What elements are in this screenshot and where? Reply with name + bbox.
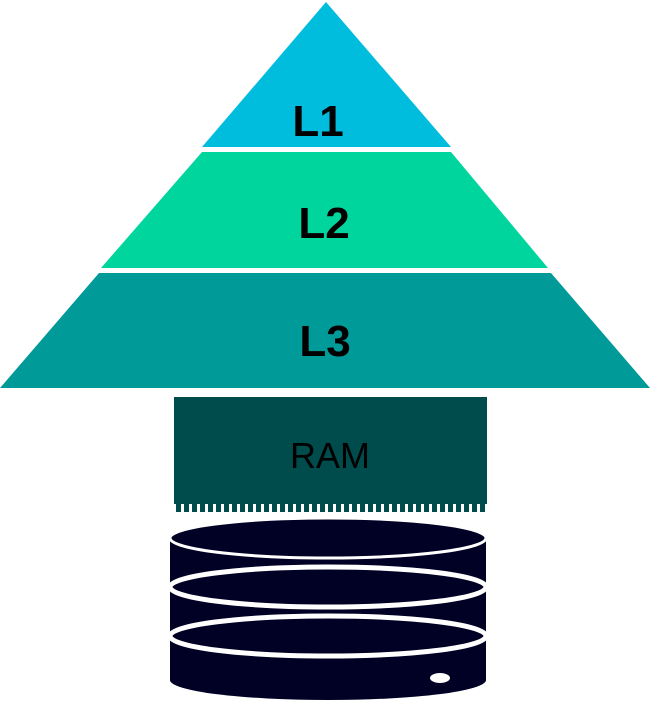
disk-platter-top xyxy=(170,518,486,558)
ram-pin xyxy=(432,504,437,512)
ram-pin xyxy=(424,504,429,512)
ram-pin xyxy=(216,504,221,512)
disk-led-icon xyxy=(430,673,450,683)
ram-pin xyxy=(392,504,397,512)
ram-pin xyxy=(408,504,413,512)
cache-pyramid: L1 L2 L3 xyxy=(0,2,650,388)
ram-label: RAM xyxy=(290,435,370,476)
ram-module: RAM xyxy=(174,397,487,512)
disk-storage-icon xyxy=(167,516,489,700)
ram-pin xyxy=(264,504,269,512)
ram-pin xyxy=(384,504,389,512)
tier-l1-label: L1 xyxy=(292,97,343,146)
tier-l2 xyxy=(101,152,548,268)
ram-pin xyxy=(224,504,229,512)
ram-pin xyxy=(416,504,421,512)
ram-pin xyxy=(360,504,365,512)
ram-pin xyxy=(280,504,285,512)
tier-l3-label: L3 xyxy=(299,317,350,366)
ram-pin xyxy=(400,504,405,512)
ram-pin xyxy=(176,504,181,512)
ram-pin xyxy=(240,504,245,512)
ram-pin xyxy=(232,504,237,512)
disk-platter-top xyxy=(167,564,489,610)
ram-pin xyxy=(448,504,453,512)
ram-pin xyxy=(320,504,325,512)
ram-body xyxy=(174,397,487,504)
ram-pin xyxy=(440,504,445,512)
ram-pin xyxy=(288,504,293,512)
ram-pin xyxy=(312,504,317,512)
ram-pin xyxy=(480,504,485,512)
ram-pin xyxy=(208,504,213,512)
ram-pin xyxy=(456,504,461,512)
ram-pin xyxy=(376,504,381,512)
disk-platter-top xyxy=(167,613,489,659)
tier-l1 xyxy=(202,2,451,147)
ram-pin xyxy=(184,504,189,512)
tier-l2-label: L2 xyxy=(298,199,349,248)
ram-pin xyxy=(472,504,477,512)
ram-pin xyxy=(248,504,253,512)
ram-pin xyxy=(296,504,301,512)
ram-pin xyxy=(464,504,469,512)
ram-pin xyxy=(352,504,357,512)
ram-pin xyxy=(368,504,373,512)
ram-pin xyxy=(192,504,197,512)
ram-pin xyxy=(328,504,333,512)
ram-pin xyxy=(272,504,277,512)
ram-pin xyxy=(336,504,341,512)
tier-l3 xyxy=(0,273,650,388)
ram-pin xyxy=(344,504,349,512)
disk-top-edge xyxy=(168,516,488,560)
ram-pins xyxy=(176,504,485,512)
ram-pin xyxy=(304,504,309,512)
ram-pin xyxy=(200,504,205,512)
ram-pin xyxy=(256,504,261,512)
